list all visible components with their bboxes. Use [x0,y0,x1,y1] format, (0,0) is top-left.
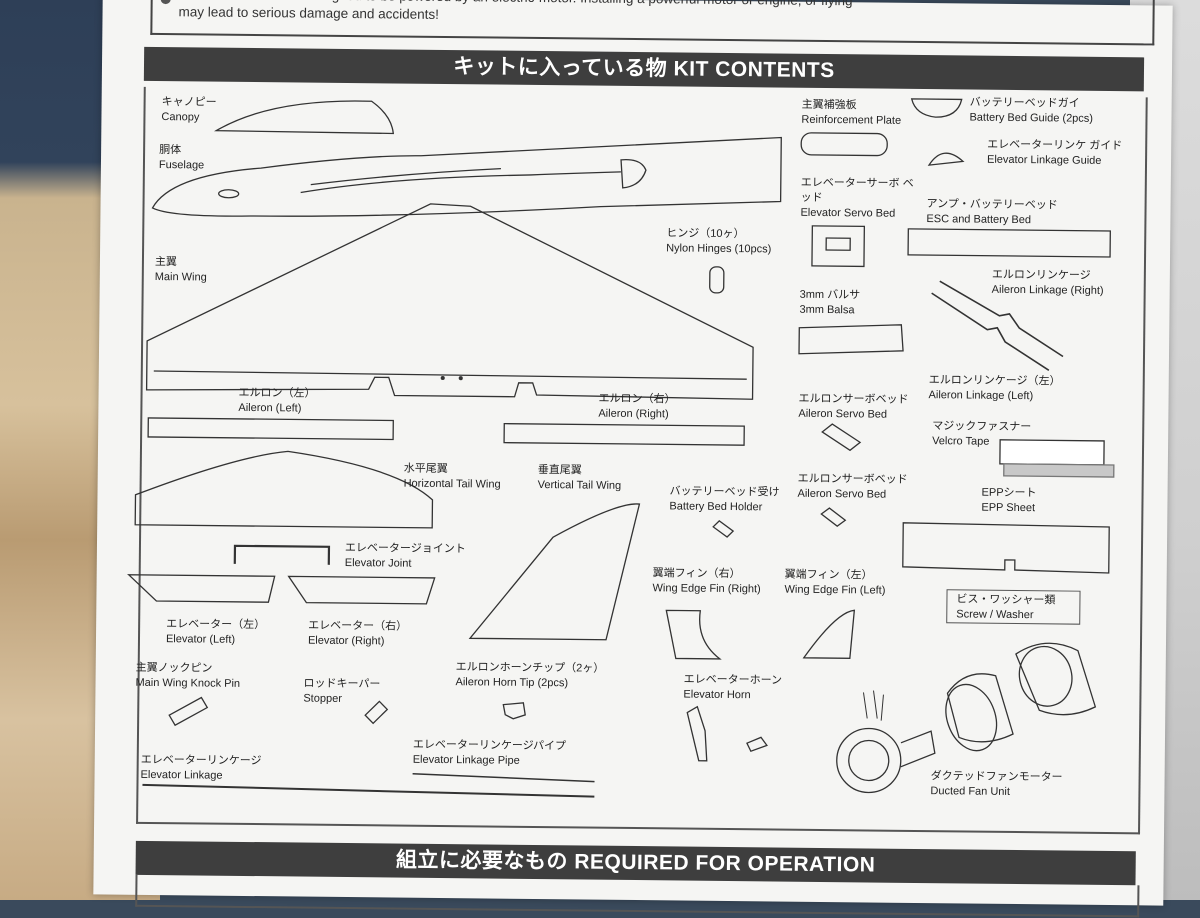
main-wing-drawing [145,203,754,400]
elevator-right-drawing [287,575,436,605]
elevator-horn-drawing [686,705,708,762]
hinge-drawing [709,266,725,294]
fan-ring-drawing [946,673,1014,743]
aileron-servo-bed-1-drawing [821,423,862,452]
fuselage-drawing [151,136,782,217]
aileron-linkage-left-drawing [931,292,1050,372]
part-label: エルロンホーンチップ（2ヶ）Aileron Horn Tip (2pcs) [455,661,605,690]
horn-tip-drawing [502,702,526,720]
ducted-fan-drawing [836,727,902,794]
servo-bed-drawing [811,225,866,268]
part-label: 翼端フィン（左）Wing Edge Fin (Left) [784,568,886,597]
wing-fin-left-drawing [802,609,856,659]
battery-holder-drawing [712,520,735,538]
vertical-tail-drawing [468,503,641,641]
horizontal-tail-drawing [134,450,434,529]
battery-guide-drawing [910,98,963,118]
stopper-drawing [364,700,389,725]
instruction-sheet: This model aircraft is designed to be po… [93,0,1173,918]
aileron-left-drawing [147,417,394,441]
part-label: 翼端フィン（右）Wing Edge Fin (Right) [652,567,761,596]
parts-illustrations [127,98,1115,798]
fan-cowl-drawing [1015,642,1097,716]
part-label: エルロン（左）Aileron (Left) [238,386,316,415]
aileron-right-drawing [503,422,745,446]
wing-fin-right-drawing [665,609,722,660]
canopy-drawing [213,100,395,135]
aileron-servo-bed-2-drawing [820,507,847,527]
esc-bed-drawing [907,228,1111,258]
epp-sheet-drawing [902,522,1110,574]
knock-pin-drawing [168,696,209,727]
part-label: エレベーター（左）Elevator (Left) [165,618,266,646]
part-label: エレベーター（右）Elevator (Right) [307,619,408,648]
part-label: エルロン（右）Aileron (Right) [598,392,676,421]
elevator-linkage-drawing [142,783,595,798]
elevator-left-drawing [127,574,276,603]
elevator-joint-drawing [233,544,331,565]
part-label: ヒンジ（10ヶ）Nylon Hinges (10pcs) [666,227,772,256]
balsa-drawing [798,324,904,355]
part-label: エルロンリンケージ（左）Aileron Linkage (Left) [928,374,1061,403]
aileron-linkage-right-drawing [939,280,1064,358]
linkage-guide-drawing [927,152,965,166]
reinforcement-plate-drawing [800,132,888,157]
linkage-pipe-drawing [412,772,595,783]
